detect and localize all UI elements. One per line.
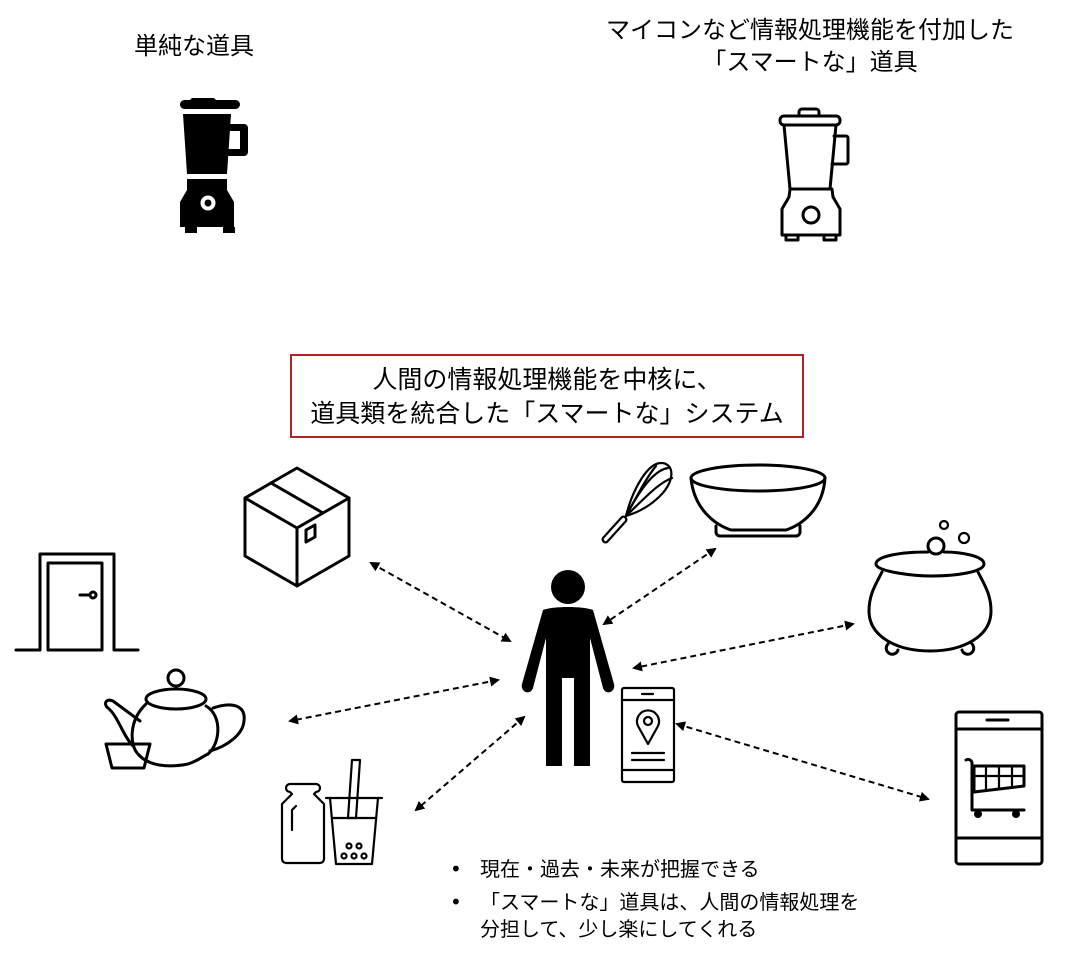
shopping-phone-icon (954, 710, 1044, 866)
arrow-person-teapot (288, 676, 500, 725)
bullet-text-continued: 分担して、少し楽にしてくれる (480, 917, 758, 941)
box-icon (243, 466, 351, 588)
core-system-box: 人間の情報処理機能を中核に、 道具類を統合した「スマートな」システム (290, 354, 804, 438)
blender-outline-icon (778, 107, 850, 242)
person-icon (521, 570, 615, 766)
cauldron-icon (867, 519, 993, 656)
arrow-person-box (369, 562, 512, 642)
core-system-line1: 人間の情報処理機能を中核に、 (372, 365, 722, 394)
core-system-line2: 道具類を統合した「スマートな」システム (310, 399, 784, 428)
map-phone-icon (620, 686, 676, 784)
bullet-marker: • (450, 890, 462, 914)
blender-filled-icon (180, 98, 248, 233)
arrow-mapphone-shopphone (675, 721, 930, 802)
bubble-tea-icon (324, 758, 384, 866)
bullet-list: • 現在・過去・未来が把握できる • 「スマートな」道具は、人間の情報処理を 分… (446, 856, 966, 943)
smart-tool-heading: マイコンなど情報処理機能を付加した 「スマートな」道具 (560, 14, 1060, 78)
bullet-text: 現在・過去・未来が把握できる (480, 857, 760, 881)
bottle-icon (280, 782, 326, 865)
bullet-item: • 現在・過去・未来が把握できる (446, 856, 966, 883)
teapot-icon (104, 668, 246, 770)
smart-tool-heading-line2: 「スマートな」道具 (702, 48, 918, 76)
arrow-person-bubble-tea (414, 715, 526, 812)
bullet-text: 「スマートな」道具は、人間の情報処理を (480, 890, 860, 914)
bullet-marker: • (450, 857, 462, 881)
arrow-person-cauldron (632, 620, 855, 672)
door-icon (14, 552, 140, 652)
bullet-item: • 「スマートな」道具は、人間の情報処理を 分担して、少し楽にしてくれる (446, 889, 966, 943)
bowl-icon (689, 463, 827, 538)
simple-tool-heading: 単純な道具 (134, 32, 254, 60)
smart-tool-heading-line1: マイコンなど情報処理機能を付加した (606, 16, 1014, 44)
whisk-icon (601, 461, 674, 544)
arrow-person-bowl (602, 547, 717, 626)
